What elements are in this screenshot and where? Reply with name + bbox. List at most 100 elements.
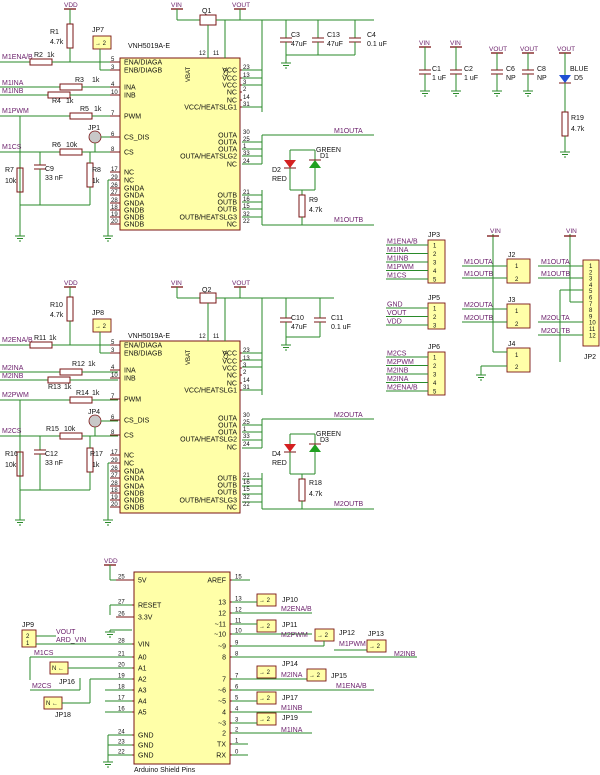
- svg-text:1k: 1k: [47, 52, 55, 59]
- svg-text:→ 2: → 2: [309, 673, 321, 679]
- svg-text:VOUT: VOUT: [232, 2, 250, 9]
- svg-text:JP9: JP9: [22, 622, 34, 629]
- u1-pin-name: GNDB: [124, 208, 145, 215]
- u1-pin-name: NC: [227, 98, 237, 105]
- u1-pin-num: 31: [243, 102, 250, 108]
- u1-pin-name: PWM: [124, 114, 141, 121]
- u2-pin-name: NC: [124, 461, 134, 468]
- jp14-jumper[interactable]: [256, 665, 277, 679]
- svg-text:C11: C11: [331, 315, 343, 322]
- svg-text:M2INA: M2INA: [281, 672, 303, 679]
- jp1-solder-jumper[interactable]: [88, 130, 102, 144]
- net-m1outa: M1OUTA: [334, 128, 363, 135]
- svg-text:JP13: JP13: [368, 631, 384, 638]
- u1-pin-name: GNDA: [124, 193, 145, 200]
- svg-text:JP2: JP2: [584, 354, 596, 361]
- u2-pin-name: OUTB/HEATSLG3: [180, 498, 238, 505]
- svg-text:→ 2: → 2: [259, 624, 271, 630]
- svg-text:JP11: JP11: [282, 622, 298, 629]
- arduino-pin-num: 9: [235, 641, 239, 647]
- j3-terminal[interactable]: [506, 303, 531, 329]
- u2-pin-name: OUTB: [218, 483, 238, 490]
- arduino-pin-name: 12: [218, 611, 226, 618]
- vnh5019-ic-u2: [119, 340, 241, 514]
- jp2-header[interactable]: [582, 259, 600, 347]
- arduino-pin-name: 8: [222, 655, 226, 662]
- svg-text:M2CS: M2CS: [32, 683, 52, 690]
- svg-text:47uF: 47uF: [327, 41, 343, 48]
- u2-pin-name: NC: [227, 373, 237, 380]
- jp19-jumper[interactable]: [256, 712, 277, 726]
- arduino-pin-name: A0: [138, 655, 147, 662]
- u1-pin-name: OUTA: [218, 133, 237, 140]
- header-net-label: GND: [387, 302, 403, 309]
- j2-terminal[interactable]: [506, 258, 531, 284]
- vdd-label: VDD: [64, 2, 78, 9]
- svg-text:D1: D1: [320, 153, 329, 160]
- u2-pin-name: NC: [227, 445, 237, 452]
- jp5-header[interactable]: [427, 302, 446, 330]
- u1-pin-name: GNDB: [124, 222, 145, 229]
- svg-text:M2OUTA: M2OUTA: [464, 302, 493, 309]
- u2-pin-name: OUTA/HEATSLG2: [180, 437, 237, 444]
- header-net-label: M2PWM: [387, 359, 414, 366]
- svg-text:VOUT: VOUT: [489, 46, 507, 53]
- jp6-header[interactable]: [427, 351, 446, 396]
- svg-text:VIN: VIN: [450, 40, 461, 47]
- svg-text:M1INA: M1INA: [281, 727, 303, 734]
- svg-text:0.1 uF: 0.1 uF: [367, 41, 387, 48]
- arduino-pin-name: ~3: [218, 721, 226, 728]
- svg-text:→ 2: → 2: [369, 644, 381, 650]
- jp17-jumper[interactable]: [256, 691, 277, 705]
- u2-pin-num: 22: [243, 502, 250, 508]
- svg-text:C6: C6: [506, 66, 515, 73]
- svg-text:R12: R12: [72, 361, 85, 368]
- svg-text:1k: 1k: [92, 390, 100, 397]
- header-net-label: M2INB: [387, 368, 409, 375]
- jp9-header[interactable]: [21, 629, 37, 648]
- jp3-header[interactable]: [427, 239, 446, 284]
- svg-text:1: 1: [515, 264, 519, 270]
- svg-text:R17: R17: [90, 451, 103, 458]
- arduino-pin-num: 6: [235, 685, 239, 691]
- net-m1cs: M1CS: [2, 144, 22, 151]
- arduino-pin-num: 10: [235, 629, 242, 635]
- jp13-jumper[interactable]: [366, 639, 387, 653]
- u2-pin-num: 5: [111, 340, 115, 346]
- u1-pin-name: NC: [227, 162, 237, 169]
- u1-pin-name: CS_DIS: [124, 135, 150, 142]
- svg-text:J4: J4: [508, 341, 516, 348]
- jp15-jumper[interactable]: [306, 668, 327, 682]
- u1-pin-num: 21: [243, 190, 250, 196]
- u1-pin-num: 8: [111, 147, 115, 153]
- svg-text:33 nF: 33 nF: [45, 460, 63, 467]
- u2-pin-name: GNDA: [124, 484, 145, 491]
- header-net-label: M1INB: [387, 256, 409, 263]
- arduino-pin-num: 23: [118, 740, 125, 746]
- u2-pin-num: 18: [111, 488, 118, 494]
- jp7-jumper[interactable]: [92, 35, 112, 50]
- u2-pin-num: 14: [243, 378, 250, 384]
- u1-pin-num: 17: [111, 167, 118, 173]
- jp11-jumper[interactable]: [256, 619, 277, 633]
- svg-text:R15: R15: [46, 426, 59, 433]
- jp10-jumper[interactable]: [256, 593, 277, 607]
- svg-text:10k: 10k: [64, 426, 76, 433]
- jp8-jumper[interactable]: [92, 318, 112, 333]
- ic-u2-label: VNH5019A-E: [128, 333, 170, 340]
- jp2-pin-num: 11: [589, 327, 596, 333]
- svg-text:M1OUTA: M1OUTA: [541, 259, 570, 266]
- jp4-solder-jumper[interactable]: [88, 414, 102, 428]
- j4-terminal[interactable]: [506, 347, 531, 373]
- u1-pin-num: 3: [243, 80, 247, 86]
- u1-pin-num: 26: [111, 183, 118, 189]
- header-pin-num: 2: [433, 315, 437, 321]
- u2-pin-name: VCC/HEATSLG1: [184, 388, 237, 395]
- jp2-pin-num: 4: [589, 283, 593, 289]
- svg-text:JP10: JP10: [282, 597, 298, 604]
- svg-text:C12: C12: [45, 451, 58, 458]
- u2-pin-name: VCC: [222, 366, 237, 373]
- svg-text:JP6: JP6: [428, 344, 440, 351]
- svg-text:NP: NP: [537, 75, 547, 82]
- u1-pin-num: 16: [243, 197, 250, 203]
